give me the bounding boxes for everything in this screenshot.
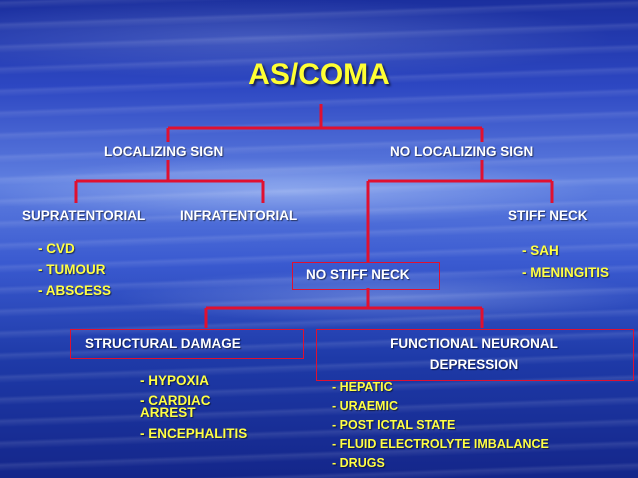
- node-stiff-neck: STIFF NECK: [508, 208, 588, 223]
- list-item: - SAH: [522, 243, 559, 258]
- no-stiff-neck-box: [292, 262, 440, 290]
- list-item: - TUMOUR: [38, 262, 106, 277]
- list-item: - ENCEPHALITIS: [140, 426, 248, 441]
- structural-damage-box: [70, 329, 304, 359]
- list-item: - CARDIAC ARREST: [140, 393, 211, 420]
- node-localizing-sign: LOCALIZING SIGN: [104, 144, 224, 159]
- list-item: - HYPOXIA: [140, 373, 210, 388]
- list-item: - FLUID ELECTROLYTE IMBALANCE: [332, 437, 549, 451]
- list-item: - HEPATIC: [332, 380, 393, 394]
- node-infratentorial: INFRATENTORIAL: [180, 208, 298, 223]
- list-item: - MENINGITIS: [522, 265, 609, 280]
- list-item: - ABSCESS: [38, 283, 112, 298]
- node-structural-damage: STRUCTURAL DAMAGE: [85, 336, 241, 351]
- diagram-title: AS/COMA: [248, 58, 390, 91]
- functional-cause-list: - HEPATIC - URAEMIC - POST ICTAL STATE -…: [332, 378, 549, 473]
- node-supratentorial: SUPRATENTORIAL: [22, 208, 146, 223]
- node-no-localizing-sign: NO LOCALIZING SIGN: [390, 144, 534, 159]
- stiff-neck-cause-list: - SAH - MENINGITIS: [522, 240, 609, 284]
- node-functional-line1: FUNCTIONAL NEURONAL: [390, 336, 558, 351]
- list-item: - POST ICTAL STATE: [332, 418, 456, 432]
- node-functional-line2: DEPRESSION: [429, 357, 519, 372]
- supratentorial-cause-list: - CVD - TUMOUR - ABSCESS: [38, 238, 111, 301]
- functional-depression-box: [316, 329, 634, 381]
- node-no-stiff-neck: NO STIFF NECK: [306, 267, 410, 282]
- list-item: - CVD: [38, 241, 75, 256]
- list-item: - DRUGS: [332, 456, 385, 470]
- list-item: - URAEMIC: [332, 399, 398, 413]
- structural-cause-list: - HYPOXIA - CARDIAC ARREST - ENCEPHALITI…: [140, 372, 247, 443]
